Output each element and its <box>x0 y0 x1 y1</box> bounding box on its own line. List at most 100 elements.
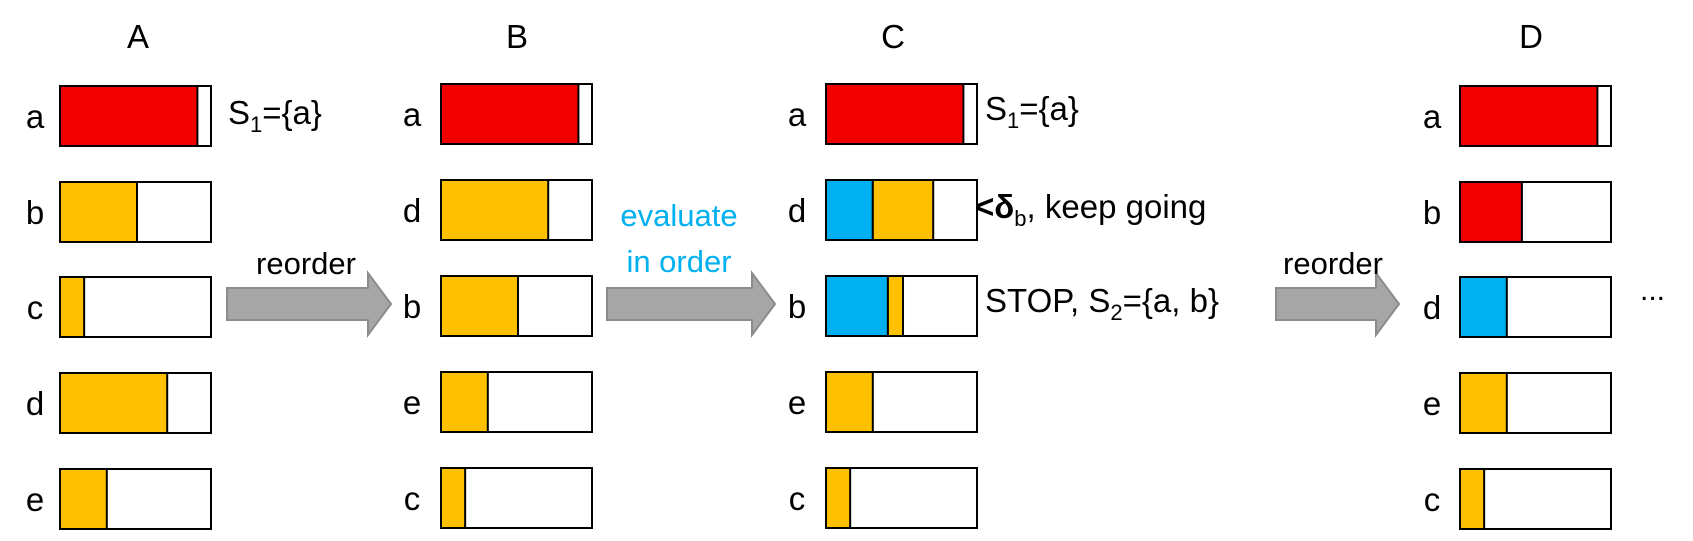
row-label-a-b: b <box>26 194 44 231</box>
bar-outline <box>1459 372 1612 434</box>
bar-segment-blue <box>825 275 889 337</box>
annotation-delta-keep-going: <δb, keep going <box>975 188 1206 231</box>
row-label-d-a: a <box>1423 98 1442 135</box>
bar-d-d <box>1459 276 1612 338</box>
bar-d-c <box>1459 468 1612 530</box>
bar-d-e <box>1459 372 1612 434</box>
bar-segment-yellow <box>1459 468 1486 530</box>
row-label-b-e: e <box>403 384 421 421</box>
row-label-d-d: d <box>1423 289 1441 326</box>
bar-outline <box>440 371 593 433</box>
bar-c-d <box>825 179 978 241</box>
bar-b-b <box>440 275 593 337</box>
bar-d-a <box>1459 85 1612 147</box>
bar-outline <box>825 275 978 337</box>
bar-a-c <box>59 276 212 338</box>
row-label-c-a: a <box>788 96 807 133</box>
annotation-s1-column-c: S1={a} <box>985 90 1079 133</box>
arrow-label-reorder-2: reorder <box>1283 246 1383 281</box>
bar-segment-red <box>825 83 965 145</box>
ellipsis: ... <box>1640 274 1665 307</box>
annotation-stop-s2: STOP, S2={a, b} <box>985 282 1219 325</box>
bar-outline <box>1459 468 1612 530</box>
arrow-label-in-order: in order <box>626 244 731 279</box>
bar-segment-yellow <box>886 275 905 337</box>
arrow-shape <box>1275 269 1401 339</box>
row-label-d-b: b <box>1423 194 1441 231</box>
row-label-b-c: c <box>404 480 421 517</box>
bar-c-a <box>825 83 978 145</box>
bar-c-c <box>825 467 978 529</box>
bar-segment-yellow <box>440 275 520 337</box>
column-title-d: D <box>1519 18 1543 55</box>
bar-a-a <box>59 85 212 147</box>
bar-outline <box>825 467 978 529</box>
arrow-evaluate-b-to-c: evaluate in order <box>606 198 777 339</box>
bar-segment-yellow <box>1459 372 1508 434</box>
column-title-a: A <box>127 18 149 55</box>
bar-segment-red <box>1459 181 1523 243</box>
row-label-a-a: a <box>26 98 45 135</box>
row-label-c-b: b <box>788 288 806 325</box>
bar-segment-blue <box>1459 276 1508 338</box>
bar-c-e <box>825 371 978 433</box>
row-label-c-d: d <box>788 192 806 229</box>
bar-b-d <box>440 179 593 241</box>
row-label-b-d: d <box>403 192 421 229</box>
row-label-c-e: e <box>788 384 806 421</box>
arrow-label-evaluate: evaluate <box>620 198 737 233</box>
bar-outline <box>1459 181 1612 243</box>
bar-segment-yellow <box>871 179 935 241</box>
bar-segment-red <box>440 83 580 145</box>
bar-segment-yellow <box>59 276 86 338</box>
annotation-s1-column-a: S1={a} <box>228 94 322 137</box>
arrow-label-reorder-1: reorder <box>256 246 356 281</box>
bar-segment-yellow <box>440 371 489 433</box>
bar-outline <box>825 179 978 241</box>
bar-outline <box>440 179 593 241</box>
bar-segment-yellow <box>59 372 169 434</box>
bar-segment-yellow <box>440 467 467 529</box>
bar-outline <box>440 467 593 529</box>
bar-outline <box>440 83 593 145</box>
row-label-a-c: c <box>27 289 44 326</box>
row-label-a-d: d <box>26 385 44 422</box>
bar-outline <box>825 371 978 433</box>
row-label-d-c: c <box>1424 481 1441 518</box>
bar-d-b <box>1459 181 1612 243</box>
row-label-c-c: c <box>789 480 806 517</box>
arrow-shape <box>226 269 393 339</box>
bar-segment-blue <box>825 179 874 241</box>
arrow-reorder-a-to-b: reorder <box>226 246 393 339</box>
bar-outline <box>440 275 593 337</box>
bar-segment-red <box>59 85 199 147</box>
row-label-a-e: e <box>26 481 44 518</box>
row-label-d-e: e <box>1423 385 1441 422</box>
arrow-shape <box>606 269 777 339</box>
bar-outline <box>59 181 212 243</box>
row-label-b-a: a <box>403 96 422 133</box>
bar-outline <box>825 83 978 145</box>
bar-outline <box>1459 276 1612 338</box>
bar-segment-red <box>1459 85 1599 147</box>
row-label-b-b: b <box>403 288 421 325</box>
bar-a-b <box>59 181 212 243</box>
bar-c-b <box>825 275 978 337</box>
bar-segment-yellow <box>59 468 108 530</box>
bar-b-c <box>440 467 593 529</box>
bar-outline <box>59 85 212 147</box>
arrow-reorder-c-to-d: reorder <box>1275 246 1401 339</box>
bar-segment-yellow <box>825 467 852 529</box>
bar-outline <box>1459 85 1612 147</box>
bar-segment-yellow <box>59 181 139 243</box>
column-title-b: B <box>506 18 528 55</box>
bar-outline <box>59 372 212 434</box>
bar-outline <box>59 468 212 530</box>
bar-a-d <box>59 372 212 434</box>
bar-segment-yellow <box>440 179 550 241</box>
bar-b-a <box>440 83 593 145</box>
bar-outline <box>59 276 212 338</box>
column-title-c: C <box>881 18 905 55</box>
bar-segment-yellow <box>825 371 874 433</box>
